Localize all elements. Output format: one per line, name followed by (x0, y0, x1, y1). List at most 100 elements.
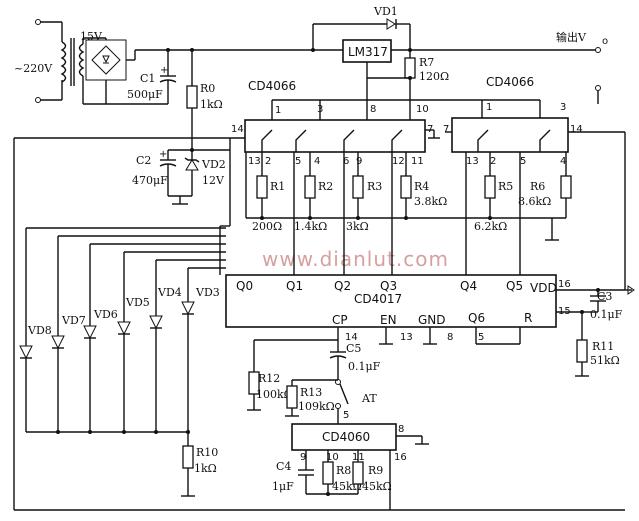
svg-text:+: + (160, 65, 168, 76)
r7-value: 120Ω (419, 70, 449, 83)
svg-text:VD8: VD8 (27, 324, 52, 337)
zener-vd2: VD2 12V (184, 150, 226, 196)
svg-text:12: 12 (392, 156, 405, 167)
led-vd4: VD4 (149, 260, 182, 432)
svg-text:14: 14 (570, 124, 583, 135)
svg-text:Q2: Q2 (334, 279, 351, 293)
svg-text:7: 7 (443, 124, 449, 135)
resistor-r10: R10 1kΩ (181, 432, 218, 497)
svg-text:5: 5 (343, 410, 349, 421)
svg-text:R13: R13 (300, 386, 322, 399)
resistor-r2: R2 (304, 152, 333, 218)
svg-text:Q5: Q5 (506, 279, 523, 293)
svg-text:Q6: Q6 (468, 311, 485, 325)
svg-text:0.1μF: 0.1μF (348, 360, 381, 373)
resistor-r9: R9 45kΩ (352, 450, 392, 494)
svg-text:R8: R8 (336, 464, 351, 477)
svg-text:13: 13 (466, 156, 479, 167)
svg-text:4: 4 (560, 156, 566, 167)
led-vd8: VD8 (19, 228, 52, 432)
output-terminal: 输出V o (556, 30, 608, 104)
svg-text:R5: R5 (498, 180, 513, 193)
cd4066-right: CD4066 1 3 14 7 13 2 5 4 (443, 75, 583, 167)
svg-text:11: 11 (411, 156, 424, 167)
mains-input: ~220V (14, 19, 63, 103)
watermark: www.dianlut.com (262, 247, 449, 271)
svg-text:R10: R10 (196, 446, 218, 459)
svg-text:5: 5 (520, 156, 526, 167)
svg-text:0.1μF: 0.1μF (590, 308, 623, 321)
svg-text:16: 16 (558, 279, 571, 290)
svg-text:4: 4 (314, 156, 320, 167)
svg-text:Q3: Q3 (380, 279, 397, 293)
svg-text:51kΩ: 51kΩ (590, 354, 620, 367)
svg-text:R9: R9 (368, 464, 383, 477)
r0-value: 1kΩ (200, 98, 223, 111)
resistor-r3: R3 (352, 152, 382, 218)
svg-text:VD5: VD5 (125, 296, 150, 309)
svg-text:Q0: Q0 (236, 279, 253, 293)
resistor-r6: R6 8.6kΩ (518, 152, 572, 218)
svg-text:5: 5 (478, 332, 484, 343)
cd4066-left-label: CD4066 (248, 79, 296, 93)
svg-text:GND: GND (418, 313, 446, 327)
svg-text:1μF: 1μF (272, 480, 294, 493)
svg-text:109kΩ: 109kΩ (298, 400, 335, 413)
svg-text:C5: C5 (346, 342, 361, 355)
resistor-r0: R0 1kΩ (186, 50, 223, 150)
cd4066-left: CD4066 1 3 8 10 14 7 13 2 5 4 6 9 12 11 (231, 79, 540, 167)
svg-text:VDD: VDD (530, 281, 557, 295)
svg-text:AT: AT (361, 392, 377, 405)
svg-text:R: R (524, 311, 532, 325)
svg-text:100kΩ: 100kΩ (256, 388, 293, 401)
svg-text:VD7: VD7 (61, 314, 86, 327)
resistor-r4: R4 3.8kΩ (400, 152, 447, 218)
svg-text:8: 8 (447, 332, 453, 343)
svg-text:R12: R12 (258, 372, 280, 385)
diode-vd1: VD1 (312, 5, 412, 52)
svg-text:2: 2 (490, 156, 496, 167)
svg-text:1: 1 (486, 102, 492, 113)
svg-text:8: 8 (398, 424, 404, 435)
svg-text:13: 13 (248, 156, 261, 167)
svg-text:1: 1 (275, 105, 281, 116)
capacitor-c3: C3 0.1μF (590, 290, 623, 321)
svg-text:+: + (159, 149, 167, 160)
c1-label: C1 (140, 72, 155, 85)
svg-text:8.6kΩ: 8.6kΩ (518, 195, 551, 208)
cd4066-right-label: CD4066 (486, 75, 534, 89)
led-vd5: VD5 (117, 252, 150, 432)
svg-text:R4: R4 (414, 180, 429, 193)
svg-text:VD4: VD4 (157, 286, 182, 299)
svg-text:1kΩ: 1kΩ (194, 462, 217, 475)
svg-text:R11: R11 (592, 340, 614, 353)
lm317-label: LM317 (348, 45, 388, 59)
cd4017-label: CD4017 (354, 292, 402, 306)
capacitor-c5: C5 0.1μF (329, 340, 381, 380)
output-label: 输出V (556, 30, 587, 44)
resistor-r1: R1 (256, 152, 285, 218)
svg-text:10: 10 (416, 104, 429, 115)
c2-value: 470μF (132, 174, 168, 187)
svg-text:5: 5 (295, 156, 301, 167)
svg-text:10: 10 (326, 452, 339, 463)
svg-text:8: 8 (370, 104, 376, 115)
tap-3k: 3kΩ (346, 220, 369, 233)
regulator-lm317: LM317 (342, 39, 596, 78)
led-vd6: VD6 (83, 244, 118, 432)
svg-text:14: 14 (345, 332, 358, 343)
svg-text:3: 3 (317, 104, 323, 115)
svg-text:2: 2 (265, 156, 271, 167)
svg-text:16: 16 (394, 452, 407, 463)
tap-6k2: 6.2kΩ (474, 220, 507, 233)
c1-value: 500μF (127, 88, 163, 101)
svg-text:Q1: Q1 (286, 279, 303, 293)
cd4017: Q0 Q1 Q2 Q3 Q4 Q5 VDD CD4017 CP EN GND Q… (225, 274, 571, 343)
tap-200: 200Ω (252, 220, 282, 233)
svg-text:13: 13 (400, 332, 413, 343)
vd1-label: VD1 (373, 5, 398, 18)
capacitor-c1: + C1 500μF (127, 50, 177, 104)
svg-text:C4: C4 (276, 460, 291, 473)
led-vd3: VD3 (181, 268, 220, 432)
